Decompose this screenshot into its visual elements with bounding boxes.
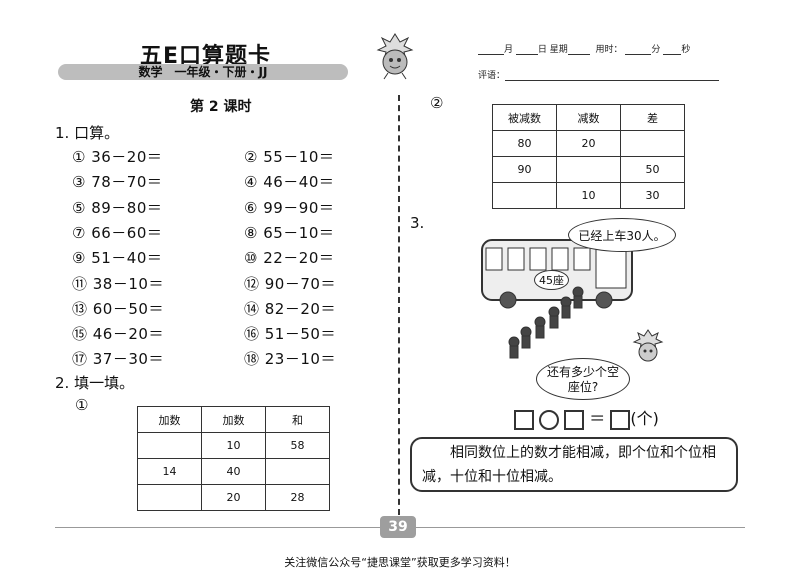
mascot-icon — [632, 329, 664, 362]
subtraction-table: 被减数 减数 差 80 20 90 50 10 30 — [492, 104, 685, 209]
table-cell: 40 — [201, 458, 266, 485]
section3-label: 3. — [410, 214, 425, 232]
arithmetic-problem: ⑤ 89－80＝ — [72, 198, 163, 217]
table-cell[interactable] — [556, 156, 621, 183]
table2-marker: ② — [430, 94, 444, 112]
answer-box[interactable] — [564, 409, 585, 430]
operator-circle[interactable] — [539, 409, 560, 430]
arithmetic-problem: ⑦ 66－60＝ — [72, 223, 163, 242]
arithmetic-problem: ⑯ 51－50＝ — [244, 325, 336, 344]
month-label: 月 — [504, 45, 514, 55]
arithmetic-problem: ④ 46－40＝ — [244, 173, 335, 192]
arithmetic-problem: ⑱ 23－10＝ — [244, 350, 336, 369]
speech-bubble-passengers: 已经上车30人。 — [568, 218, 676, 252]
table-cell: 30 — [620, 182, 685, 209]
seconds-label: 秒 — [681, 45, 691, 55]
section2-label: 2. 填一填。 — [55, 374, 135, 392]
table-header: 和 — [265, 406, 330, 433]
table-cell[interactable] — [492, 182, 557, 209]
table-cell: 58 — [265, 432, 330, 459]
speech-bubble-question: 还有多少个空座位? — [536, 358, 630, 400]
column-divider — [398, 95, 400, 515]
subject-banner: 数学 一年级・下册・JJ — [58, 64, 348, 80]
arithmetic-problem: ⑧ 65－10＝ — [244, 223, 335, 242]
equals-sign: ＝ — [589, 409, 606, 428]
table-cell[interactable] — [265, 458, 330, 485]
footer-text: 关注微信公众号“捷思课堂”获取更多学习资料！ — [284, 556, 516, 569]
table1-marker: ① — [75, 396, 89, 414]
table-cell: 90 — [492, 156, 557, 183]
time-label: 用时： — [595, 45, 623, 55]
table-header: 差 — [620, 104, 685, 131]
answer-box[interactable] — [610, 409, 631, 430]
table-header: 减数 — [556, 104, 621, 131]
arithmetic-problem: ⑭ 82－20＝ — [244, 299, 336, 318]
table-cell[interactable] — [620, 130, 685, 157]
arithmetic-problem: ⑬ 60－50＝ — [72, 299, 164, 318]
arithmetic-problem: ⑮ 46－20＝ — [72, 325, 164, 344]
table-cell: 50 — [620, 156, 685, 183]
arithmetic-problem: ⑥ 99－90＝ — [244, 198, 335, 217]
minutes-label: 分 — [651, 45, 661, 55]
table-cell: 20 — [556, 130, 621, 157]
table-header: 被减数 — [492, 104, 557, 131]
table-header: 加数 — [137, 406, 202, 433]
bus-seat-label: 45座 — [534, 270, 569, 290]
table-cell: 20 — [201, 484, 266, 511]
tip-box: 相同数位上的数才能相减，即个位和个位相减，十位和十位相减。 — [410, 437, 738, 492]
page-number: 39 — [380, 516, 416, 538]
date-line: 月 日 星期 用时： 分 秒 — [478, 42, 690, 55]
arithmetic-problem: ⑰ 37－30＝ — [72, 350, 164, 369]
lesson-title: 第 2 课时 — [190, 99, 252, 115]
section1-label: 1. 口算。 — [55, 124, 120, 142]
arithmetic-problem: ⑨ 51－40＝ — [72, 249, 163, 268]
arithmetic-problem: ⑫ 90－70＝ — [244, 274, 336, 293]
table-cell: 10 — [201, 432, 266, 459]
arithmetic-problem: ⑪ 38－10＝ — [72, 274, 164, 293]
table-cell: 80 — [492, 130, 557, 157]
tip-text: 相同数位上的数才能相减，即个位和个位相减，十位和十位相减。 — [422, 445, 716, 485]
table-cell[interactable] — [137, 432, 202, 459]
arithmetic-problem: ⑩ 22－20＝ — [244, 249, 335, 268]
answer-unit: (个) — [630, 409, 659, 428]
mascot-icon — [376, 33, 414, 80]
table-cell[interactable] — [137, 484, 202, 511]
weekday-label: 星期 — [549, 45, 568, 55]
arithmetic-problem: ① 36－20＝ — [72, 148, 163, 166]
answer-equation: ＝ (个) — [514, 405, 659, 430]
review-label: 评语： — [478, 71, 506, 81]
day-label: 日 — [537, 45, 547, 55]
review-line: 评语： — [478, 68, 720, 81]
addition-table: 加数 加数 和 10 58 14 40 20 28 — [137, 406, 330, 511]
table-cell: 10 — [556, 182, 621, 209]
table-cell: 28 — [265, 484, 330, 511]
arithmetic-problem: ③ 78－70＝ — [72, 173, 163, 192]
answer-box[interactable] — [514, 409, 534, 430]
table-cell: 14 — [137, 458, 202, 485]
table-header: 加数 — [201, 406, 266, 433]
arithmetic-problem: ② 55－10＝ — [244, 148, 335, 166]
